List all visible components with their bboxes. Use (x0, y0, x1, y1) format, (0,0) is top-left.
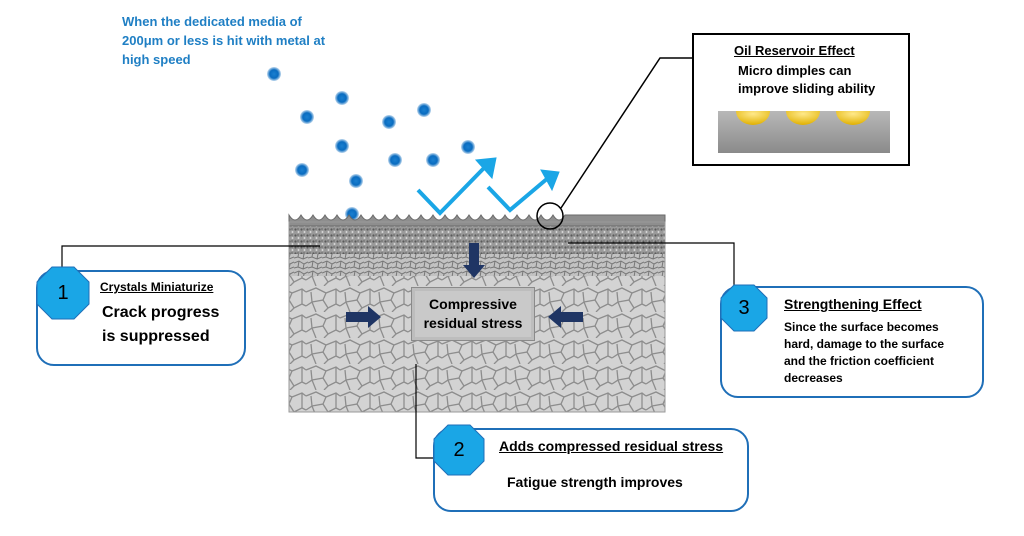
callout2-leader (415, 364, 434, 459)
callout3-line2: hard, damage to the surface (784, 337, 945, 351)
badge-3: 3 (720, 284, 768, 332)
callout2-line1: Fatigue strength improves (507, 474, 683, 490)
compressive-line2: residual stress (423, 315, 523, 331)
callout1-line2: is suppressed (102, 328, 210, 345)
compressive-line1: Compressive (429, 296, 517, 312)
compressive-stress-box: Compressive residual stress (411, 287, 535, 341)
badge-1: 1 (36, 266, 90, 320)
zoom-circle (536, 202, 564, 230)
callout3-leader (568, 242, 735, 288)
oil-reservoir-line2: improve sliding ability (738, 81, 876, 96)
callout3-line4: decreases (784, 371, 843, 385)
callout3-title: Strengthening Effect (784, 296, 922, 312)
callout-residual-stress: Adds compressed residual stress Fatigue … (433, 428, 749, 512)
callout3-line3: and the friction coefficient (784, 354, 935, 368)
callout2-title: Adds compressed residual stress (499, 438, 724, 454)
oil-reservoir-line1: Micro dimples can (738, 63, 852, 78)
oil-leader-line (560, 57, 692, 209)
badge-2: 2 (433, 424, 485, 476)
dimples-illustration (718, 111, 890, 153)
callout1-title: Crystals Miniaturize (100, 280, 214, 294)
intro-text: When the dedicated media of 200μm or les… (122, 14, 326, 67)
media-particles (267, 67, 475, 221)
callout1-line1: Crack progress (102, 304, 220, 321)
callout3-line1: Since the surface becomes (784, 320, 939, 334)
badge-3-number: 3 (738, 296, 750, 319)
badge-2-number: 2 (453, 438, 465, 461)
stress-arrows (346, 243, 583, 328)
oil-reservoir-box: Oil Reservoir Effect Micro dimples can i… (692, 33, 910, 166)
oil-reservoir-title: Oil Reservoir Effect (734, 43, 855, 58)
badge-1-number: 1 (57, 281, 69, 304)
rebound-arrows (416, 157, 560, 216)
callout1-leader (61, 245, 320, 268)
